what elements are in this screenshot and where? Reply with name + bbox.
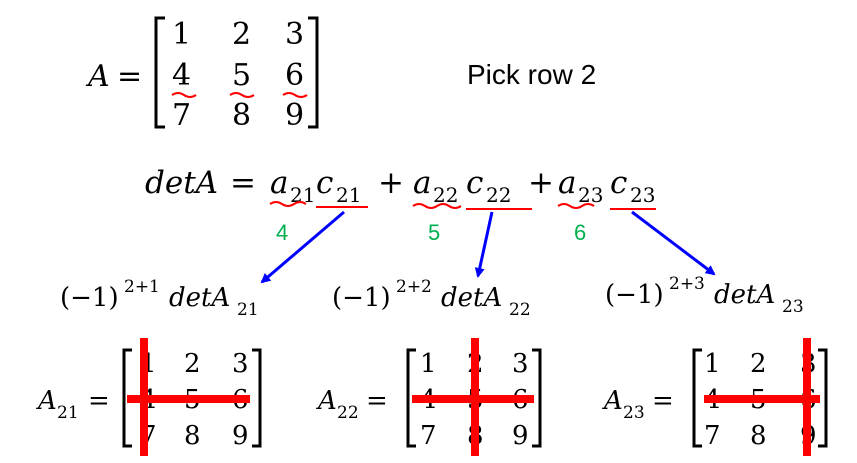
matrix-a-right-bracket <box>308 16 319 129</box>
minor-left-bracket <box>406 348 416 448</box>
matrix-a-cell: 9 <box>285 98 304 133</box>
minor-left-bracket <box>692 348 702 448</box>
cofactor-c: c <box>466 165 483 201</box>
det-minor-label: detA <box>169 283 230 313</box>
matrix-a-cell: 6 <box>285 58 304 93</box>
det-minor-subscript: 21 <box>237 300 259 320</box>
cofactor-expression-22: (−1) 2+2 detA 22 <box>332 277 531 320</box>
minor-cell: 8 <box>750 421 767 451</box>
matrix-a-cell: 7 <box>172 98 191 133</box>
coefficient-a: a <box>413 165 431 201</box>
minor-right-bracket <box>818 348 828 448</box>
cofactor-c: c <box>316 165 333 201</box>
sign-exponent: 2+2 <box>396 277 432 297</box>
row2-underline-mark <box>282 92 308 98</box>
expansion-formula: detA = a 21 c 21 + a 22 c 22 + a 23 c 23 <box>145 165 656 210</box>
det-minor-label: detA <box>441 283 502 313</box>
matrix-a-left-bracket <box>154 16 165 129</box>
minor-cell: 7 <box>420 421 437 451</box>
arrow-to-cofactor-22 <box>474 211 494 278</box>
minor-matrix-22: A 22 = 1 2 3 4 5 6 7 8 9 <box>316 338 542 456</box>
coefficient-subscript: 22 <box>433 183 458 207</box>
coefficient-a: a <box>558 165 576 201</box>
minor-subscript: 21 <box>57 403 79 423</box>
minor-right-bracket <box>252 348 262 448</box>
coefficient-subscript: 23 <box>578 183 603 207</box>
minor-cell: 9 <box>512 421 529 451</box>
plus-sign: + <box>528 165 554 201</box>
matrix-a-cell: 1 <box>172 17 191 52</box>
sign-exponent: 2+3 <box>669 274 705 294</box>
matrix-a-cell: 5 <box>232 58 251 93</box>
arrow-to-cofactor-23 <box>631 210 716 276</box>
minor-right-bracket <box>532 348 542 448</box>
cofactor-c: c <box>610 165 627 201</box>
minor-cell: 2 <box>750 349 767 379</box>
coefficient-underline <box>269 201 307 207</box>
pick-row-note: Pick row 2 <box>467 59 596 90</box>
det-minor-subscript: 23 <box>782 297 804 317</box>
det-a-label: detA <box>145 165 218 201</box>
coefficient-value: 6 <box>574 220 586 245</box>
coefficient-value: 5 <box>428 220 440 245</box>
matrix-a-cell: 4 <box>172 58 191 93</box>
minor-equals: = <box>652 386 674 416</box>
coefficient-underline <box>557 203 595 209</box>
minor-matrix-21: A 21 = 1 2 3 4 5 6 7 8 9 <box>36 338 262 456</box>
cofactor-subscript: 22 <box>486 183 511 207</box>
minor-cell: 7 <box>704 421 721 451</box>
sign-base: (−1) <box>605 280 664 310</box>
minor-matrix-23: A 23 = 1 2 3 4 5 6 7 8 9 <box>602 338 828 456</box>
det-minor-subscript: 22 <box>509 300 531 320</box>
minor-equals: = <box>88 386 110 416</box>
sign-exponent: 2+1 <box>124 277 160 297</box>
minor-name: A <box>36 386 57 416</box>
minor-cell: 1 <box>704 349 721 379</box>
matrix-a-cell: 8 <box>232 98 251 133</box>
cofactor-subscript: 21 <box>336 183 361 207</box>
minor-cell: 1 <box>420 349 437 379</box>
cofactor-subscript: 23 <box>630 183 655 207</box>
minor-name: A <box>602 386 623 416</box>
sign-base: (−1) <box>332 283 391 313</box>
row2-underline-mark <box>229 92 255 98</box>
coefficient-value: 4 <box>276 220 288 245</box>
minor-subscript: 23 <box>623 403 645 423</box>
cofactor-expression-21: (−1) 2+1 detA 21 <box>60 277 259 320</box>
minor-subscript: 22 <box>337 403 359 423</box>
sign-base: (−1) <box>60 283 119 313</box>
matrix-a-name: A <box>85 59 110 94</box>
matrix-a-equals: = <box>117 59 142 94</box>
matrix-a-cell: 3 <box>285 17 304 52</box>
cofactor-expression-23: (−1) 2+3 detA 23 <box>605 274 804 317</box>
arrow-to-cofactor-21 <box>260 210 345 284</box>
coefficient-underline <box>412 203 462 209</box>
minor-cell: 8 <box>184 421 201 451</box>
minor-cell: 3 <box>512 349 529 379</box>
expansion-equals: = <box>230 165 256 201</box>
minor-name: A <box>316 386 337 416</box>
row2-underline-mark <box>171 92 197 98</box>
minor-cell: 2 <box>184 349 201 379</box>
minor-left-bracket <box>122 348 132 448</box>
minor-cell: 9 <box>232 421 249 451</box>
det-minor-label: detA <box>714 280 775 310</box>
minor-equals: = <box>366 386 388 416</box>
coefficient-a: a <box>270 165 288 201</box>
matrix-a-cell: 2 <box>232 17 251 52</box>
plus-sign: + <box>378 165 404 201</box>
matrix-a: A = 1 2 3 4 5 6 7 8 9 <box>85 16 319 133</box>
minor-cell: 3 <box>232 349 249 379</box>
